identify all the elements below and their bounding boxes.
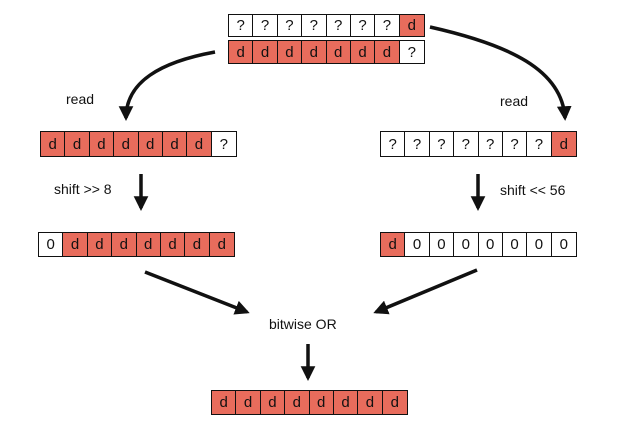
- register-cell: d: [375, 41, 400, 63]
- register-cell: 0: [503, 233, 528, 256]
- register-cell: ?: [454, 132, 479, 156]
- register-cell: d: [382, 391, 407, 414]
- read-right-arrow: [429, 25, 572, 121]
- or-left-arrow: [144, 270, 250, 315]
- register-cell: 0: [527, 233, 552, 256]
- register-cell: d: [112, 233, 137, 256]
- register-cell: d: [358, 391, 383, 414]
- register-cell: d: [260, 391, 286, 414]
- register-cell: d: [309, 391, 334, 414]
- register-cell: 0: [559, 236, 568, 253]
- register-cell: ?: [405, 132, 430, 156]
- register-cell: d: [65, 132, 90, 156]
- register-cell: d: [114, 132, 139, 156]
- read-left-label: read: [66, 91, 95, 107]
- register-cell: ?: [479, 132, 503, 156]
- register-cell: d: [209, 233, 234, 256]
- read-left-arrow: [118, 50, 216, 121]
- register-cell: d: [138, 132, 163, 156]
- register-cell: ?: [219, 135, 228, 153]
- register-cell: d: [236, 391, 261, 414]
- or-right-arrow: [373, 268, 478, 315]
- register-cell: d: [333, 391, 359, 414]
- register-cell: d: [212, 391, 237, 414]
- shift-left-label: shift >> 8: [54, 181, 112, 197]
- register-cell: 0: [39, 233, 64, 256]
- register-cell: d: [399, 15, 424, 36]
- register-cell: d: [253, 41, 278, 63]
- register-cell: d: [160, 233, 186, 256]
- register-cell: d: [162, 132, 188, 156]
- register-cell: 0: [430, 233, 455, 256]
- register-cell: d: [87, 233, 113, 256]
- register-cell: d: [551, 132, 576, 156]
- register-cell: ?: [527, 132, 552, 156]
- register-cell: ?: [278, 15, 303, 36]
- register-cell: d: [185, 233, 210, 256]
- register-cell: ?: [375, 15, 400, 36]
- register-cell: ?: [430, 132, 455, 156]
- read-right-label: read: [500, 93, 529, 109]
- register-cell: 0: [454, 233, 479, 256]
- register-cell: 0: [405, 233, 430, 256]
- register-cell: d: [326, 41, 351, 63]
- register-cell: 0: [479, 233, 503, 256]
- shift-right-label: shift << 56: [500, 182, 566, 198]
- register-cell: d: [229, 41, 254, 63]
- register-cell: ?: [381, 132, 406, 156]
- register-cell: d: [285, 391, 310, 414]
- register-cell: d: [277, 41, 303, 63]
- register-cell: d: [89, 132, 115, 156]
- register-cell: ?: [229, 15, 254, 36]
- right-read-register: ???????d: [380, 131, 577, 157]
- register-cell: d: [63, 233, 88, 256]
- bitwise-or-label: bitwise OR: [269, 316, 337, 332]
- register-cell: ?: [253, 15, 278, 36]
- register-cell: d: [350, 41, 376, 63]
- source-top-register: ???????d: [228, 14, 425, 37]
- register-cell: d: [187, 132, 212, 156]
- register-cell: ?: [327, 15, 351, 36]
- register-cell: d: [41, 132, 66, 156]
- register-cell: ?: [302, 15, 327, 36]
- register-cell: ?: [351, 15, 376, 36]
- register-cell: ?: [407, 43, 416, 61]
- register-cell: d: [136, 233, 161, 256]
- register-cell: d: [381, 233, 406, 256]
- register-cell: d: [302, 41, 327, 63]
- register-cell: ?: [503, 132, 528, 156]
